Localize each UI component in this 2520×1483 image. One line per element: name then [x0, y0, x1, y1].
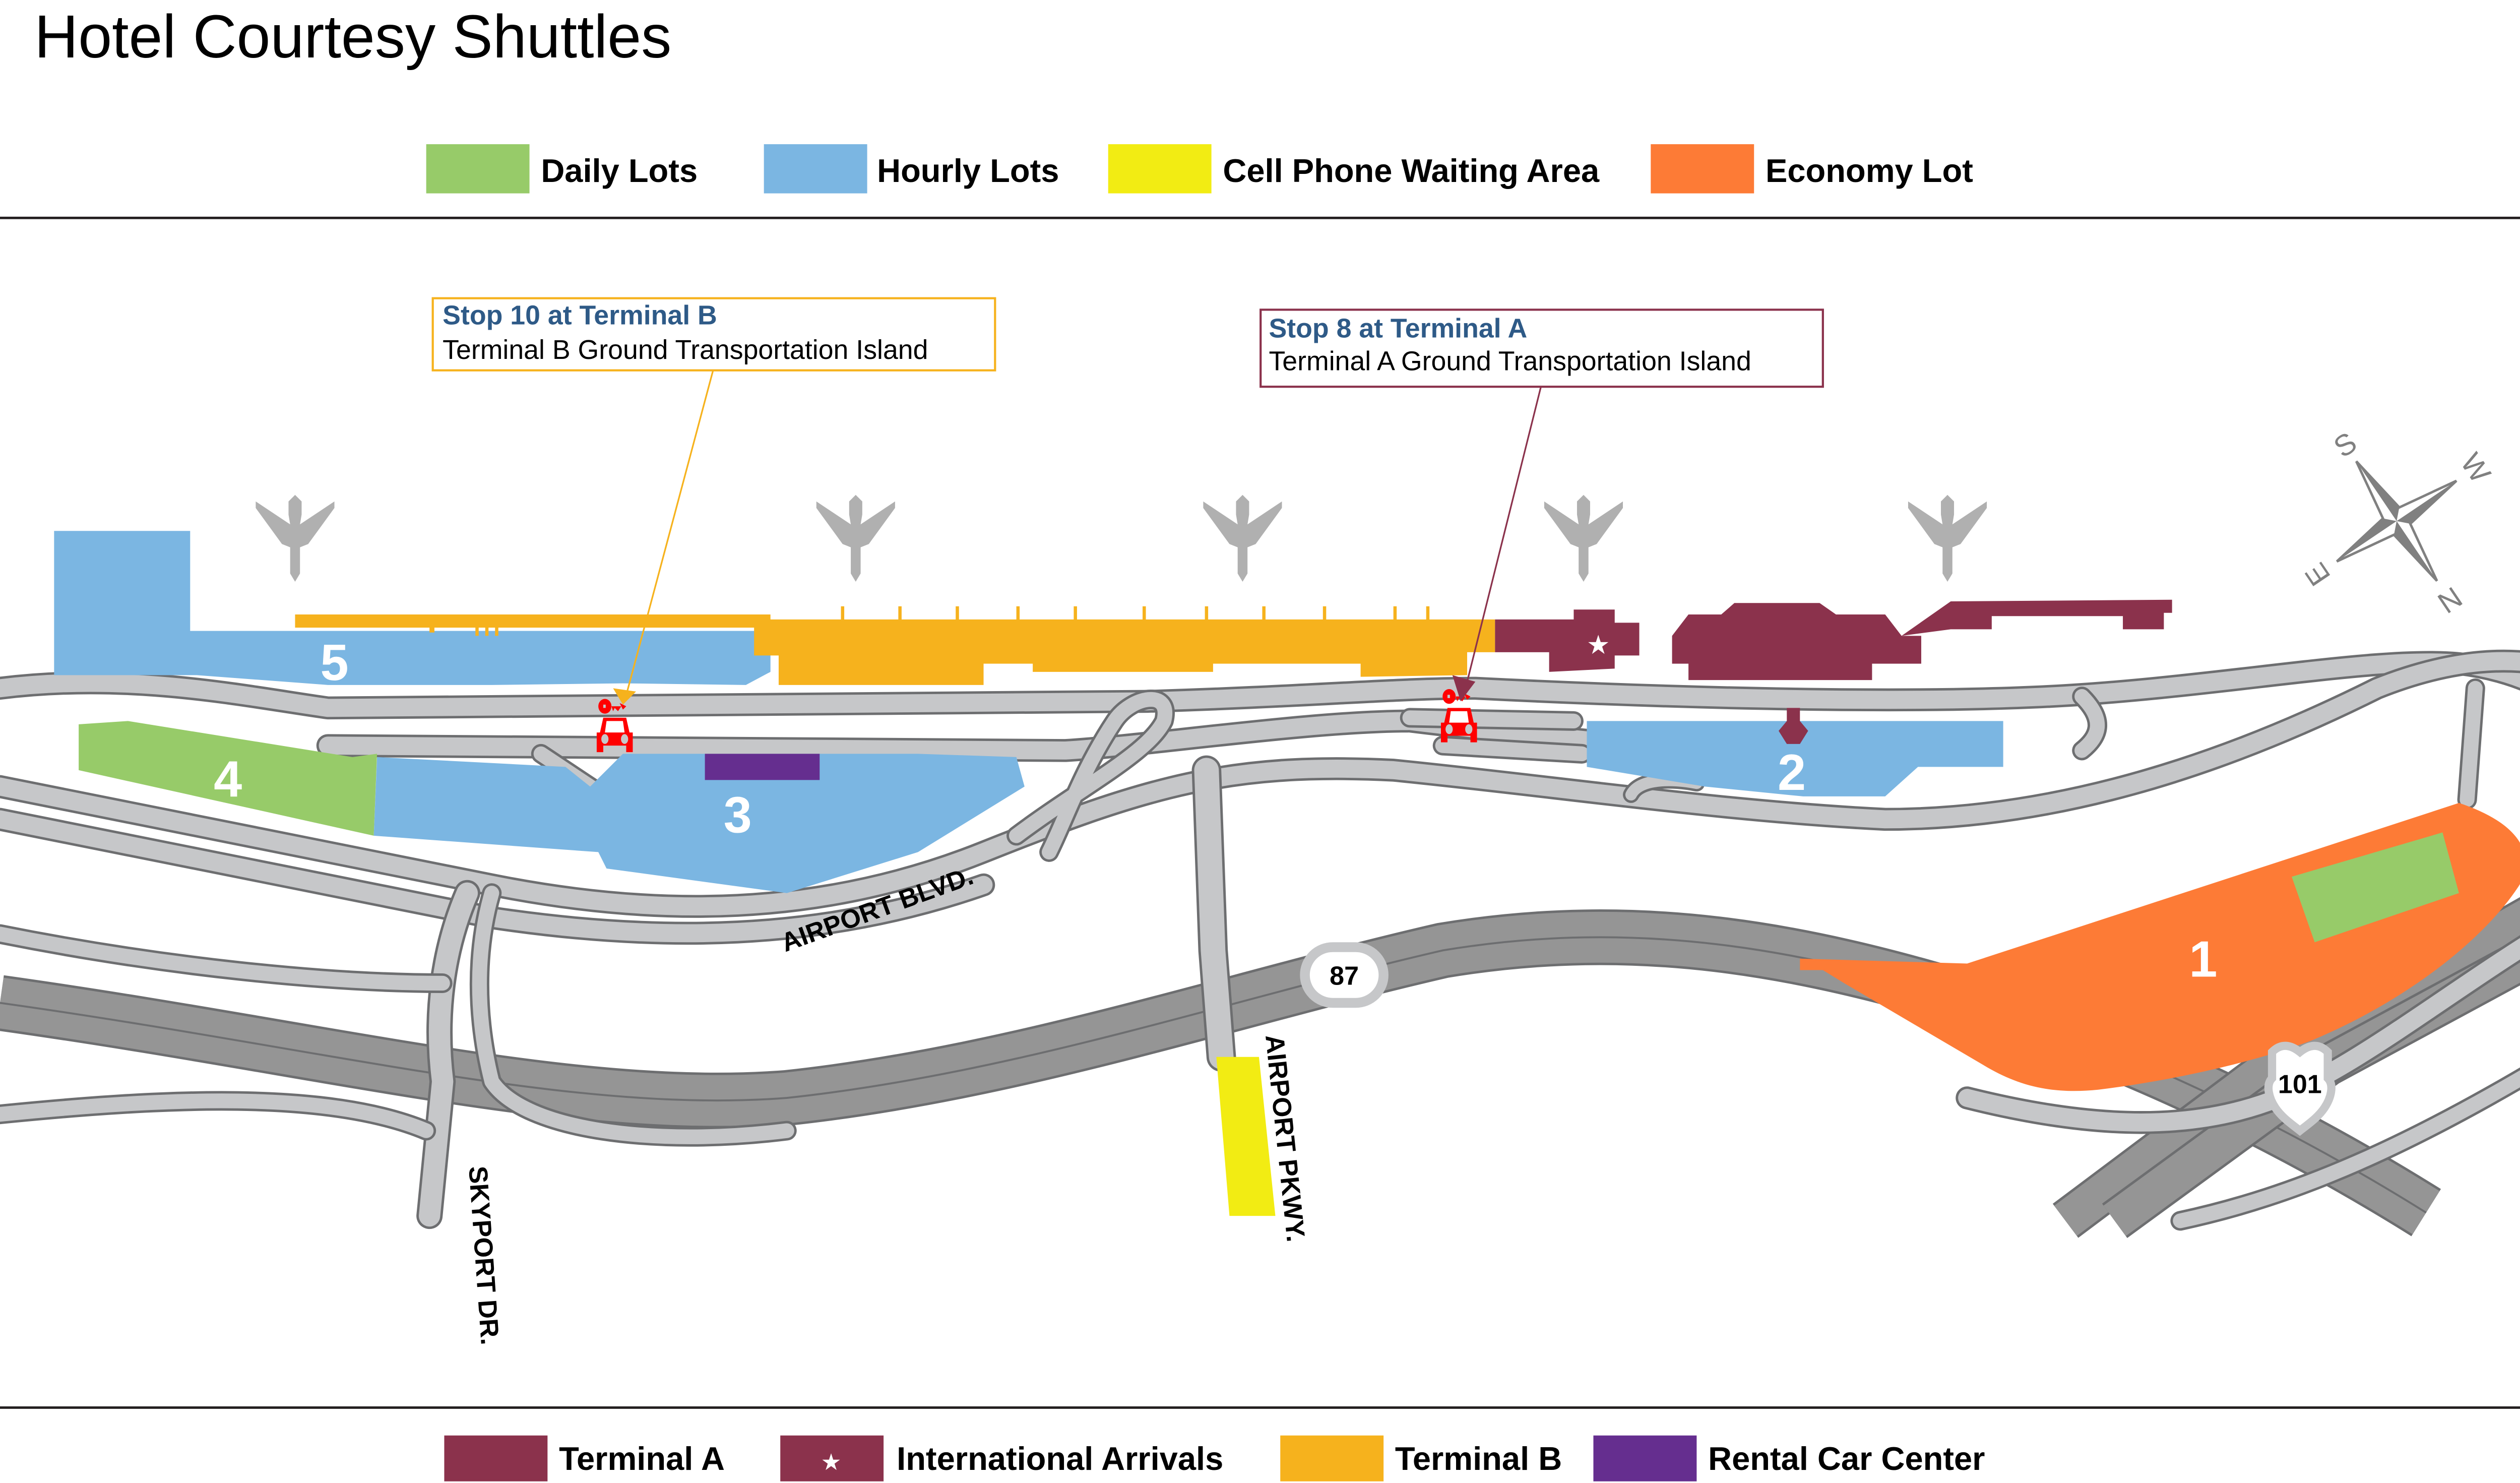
- callout-title: Stop 8 at Terminal A: [1269, 314, 1527, 344]
- compass-e-label: E: [2299, 557, 2337, 592]
- legend-label: Daily Lots: [541, 152, 698, 189]
- compass-rose: S W N E: [2299, 426, 2497, 620]
- lot-1-daily-section[interactable]: [2292, 832, 2459, 943]
- skyport-dr-label: SKYPORT DR.: [463, 1165, 505, 1346]
- compass-w-label: W: [2454, 447, 2497, 489]
- legend-item-cell-phone-area: Cell Phone Waiting Area: [1108, 144, 1600, 194]
- lot-1-label: 1: [2189, 932, 2217, 988]
- callout-stop-8: Stop 8 at Terminal A Terminal A Ground T…: [1259, 308, 1824, 702]
- rental-car-center-swatch: [1593, 1435, 1697, 1481]
- legend-label: Rental Car Center: [1708, 1440, 1985, 1477]
- callout-body: Terminal A Ground Transportation Island: [1269, 346, 1751, 377]
- us-101-shield: 101: [2264, 1041, 2336, 1136]
- terminal-b-swatch: [1280, 1435, 1384, 1481]
- rental-car-center[interactable]: [705, 754, 820, 780]
- callout-box: [431, 297, 996, 372]
- callout-arrow-icon: [613, 688, 636, 705]
- legend-top: Daily Lots Hourly Lots Cell Phone Waitin…: [426, 144, 1973, 194]
- terminal-a[interactable]: [1495, 599, 2172, 744]
- international-arrivals-star-icon: ★: [1587, 631, 1610, 660]
- compass-s-label: S: [2328, 426, 2363, 464]
- legend-label: Terminal A: [559, 1440, 725, 1477]
- callout-leader-line: [1465, 386, 1542, 689]
- hourly-lots-swatch: [764, 144, 867, 194]
- legend-label: Hourly Lots: [877, 152, 1059, 189]
- legend-item-daily-lots: Daily Lots: [426, 144, 698, 194]
- lot-5-label: 5: [320, 635, 348, 691]
- legend-item-hourly-lots: Hourly Lots: [764, 144, 1059, 194]
- sr-87-shield: 87: [1300, 942, 1389, 1008]
- cell-phone-area-swatch: [1108, 144, 1212, 194]
- lot-3-label: 3: [724, 787, 752, 843]
- roads: [0, 649, 2520, 1231]
- legend-item-economy-lot: Economy Lot: [1651, 144, 1973, 194]
- legend-item-international-arrivals: ★ International Arrivals: [780, 1435, 1223, 1481]
- airplane-icon: [1203, 495, 1282, 582]
- lot-2-label: 2: [1778, 745, 1806, 801]
- airplane-icon: [816, 495, 895, 582]
- terminal-b-gates: [429, 606, 1430, 636]
- us-101-label: 101: [2278, 1070, 2322, 1099]
- cell-phone-waiting-area[interactable]: [1216, 1057, 1276, 1216]
- lot-3-area[interactable]: [373, 754, 1025, 893]
- legend-item-terminal-b: Terminal B: [1280, 1435, 1562, 1481]
- legend-label: Cell Phone Waiting Area: [1223, 152, 1600, 189]
- international-arrivals-swatch: [780, 1435, 884, 1481]
- callout-stop-10: Stop 10 at Terminal B Terminal B Ground …: [431, 297, 996, 705]
- lot-5-area[interactable]: [54, 531, 771, 685]
- legend-item-terminal-a: Terminal A: [444, 1435, 725, 1481]
- lot-4-label: 4: [214, 751, 242, 808]
- sr-87-label: 87: [1330, 962, 1359, 991]
- callout-box: [1259, 308, 1824, 388]
- terminal-a-swatch: [444, 1435, 548, 1481]
- lot-4-area[interactable]: [79, 721, 377, 836]
- callout-leader-line: [623, 370, 714, 702]
- legend-label: Terminal B: [1395, 1440, 1562, 1477]
- daily-lots-swatch: [426, 144, 530, 194]
- legend-label: Economy Lot: [1766, 152, 1973, 189]
- legend-label: International Arrivals: [897, 1440, 1223, 1477]
- airplane-icon: [256, 495, 335, 582]
- page-title: Hotel Courtesy Shuttles: [34, 3, 671, 71]
- callout-body: Terminal B Ground Transportation Island: [443, 335, 928, 365]
- terminal-b[interactable]: [295, 606, 1495, 685]
- compass-n-label: N: [2432, 580, 2468, 620]
- legend-bottom: Terminal A ★ International Arrivals Term…: [444, 1435, 1985, 1481]
- legend-item-rental-car-center: Rental Car Center: [1593, 1435, 1985, 1481]
- callout-title: Stop 10 at Terminal B: [443, 300, 717, 331]
- airplane-icon: [1908, 495, 1987, 582]
- star-icon: ★: [821, 1449, 842, 1475]
- callout-arrow-icon: [1452, 675, 1476, 702]
- lot-2-area[interactable]: [1587, 721, 2003, 796]
- economy-lot-swatch: [1651, 144, 1754, 194]
- airplane-icon: [1544, 495, 1623, 582]
